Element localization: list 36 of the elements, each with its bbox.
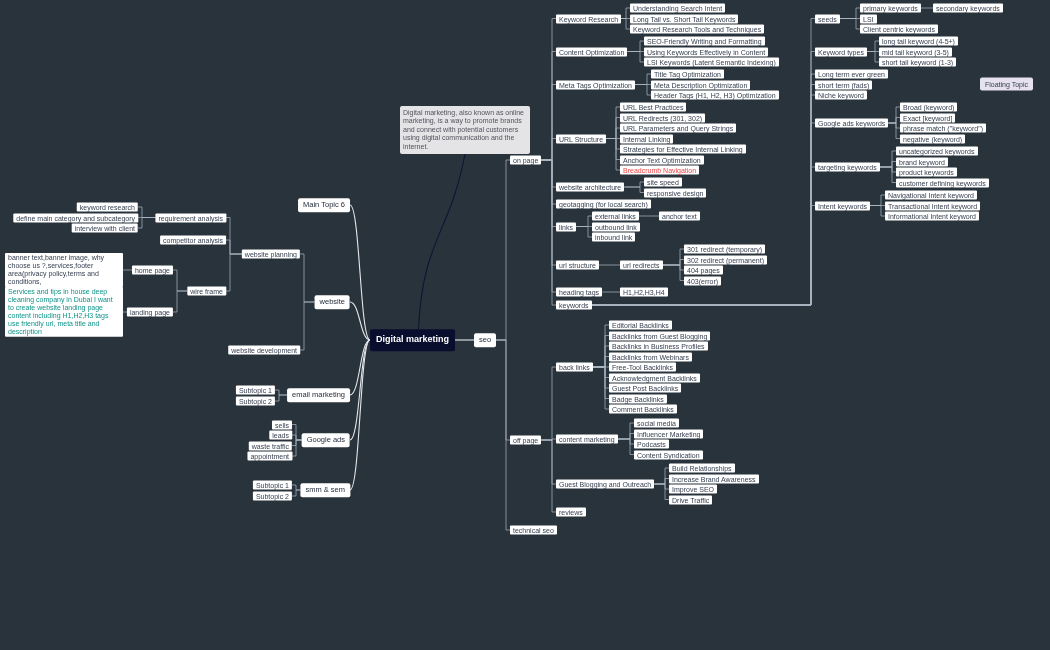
connector-line	[634, 84, 652, 96]
connector-line	[274, 394, 288, 402]
connector-line	[617, 438, 635, 455]
connector-line	[653, 483, 670, 500]
connector-line	[627, 51, 645, 63]
connector-line	[638, 215, 660, 217]
connector-line	[349, 339, 371, 441]
connector-line	[291, 439, 302, 457]
connector-line	[620, 18, 631, 30]
connector-line	[172, 290, 188, 313]
connector-line	[349, 339, 371, 491]
connector-line	[454, 339, 475, 341]
connector-line	[291, 489, 301, 497]
connector-line	[349, 301, 371, 341]
connector-line	[866, 51, 880, 63]
connector-line	[417, 153, 466, 330]
connector-line	[839, 18, 861, 30]
connector-line	[225, 253, 243, 292]
connector-line	[601, 291, 621, 293]
connector-line	[591, 205, 816, 306]
connector-line	[137, 217, 156, 229]
connector-line	[869, 205, 886, 217]
connector-line	[299, 301, 315, 351]
connector-line	[879, 166, 897, 183]
connector-line	[349, 204, 371, 341]
connector-line	[575, 226, 593, 238]
connector-line	[888, 122, 901, 139]
connector-line	[540, 439, 557, 513]
connector-line	[598, 264, 621, 266]
connector-line	[495, 339, 511, 531]
connector-line	[122, 269, 133, 271]
central-topic-box: Digital marketing	[370, 329, 455, 351]
connector-line	[662, 264, 685, 281]
connector-line	[623, 186, 645, 193]
connector-line	[122, 311, 128, 313]
connector-line	[920, 7, 934, 9]
